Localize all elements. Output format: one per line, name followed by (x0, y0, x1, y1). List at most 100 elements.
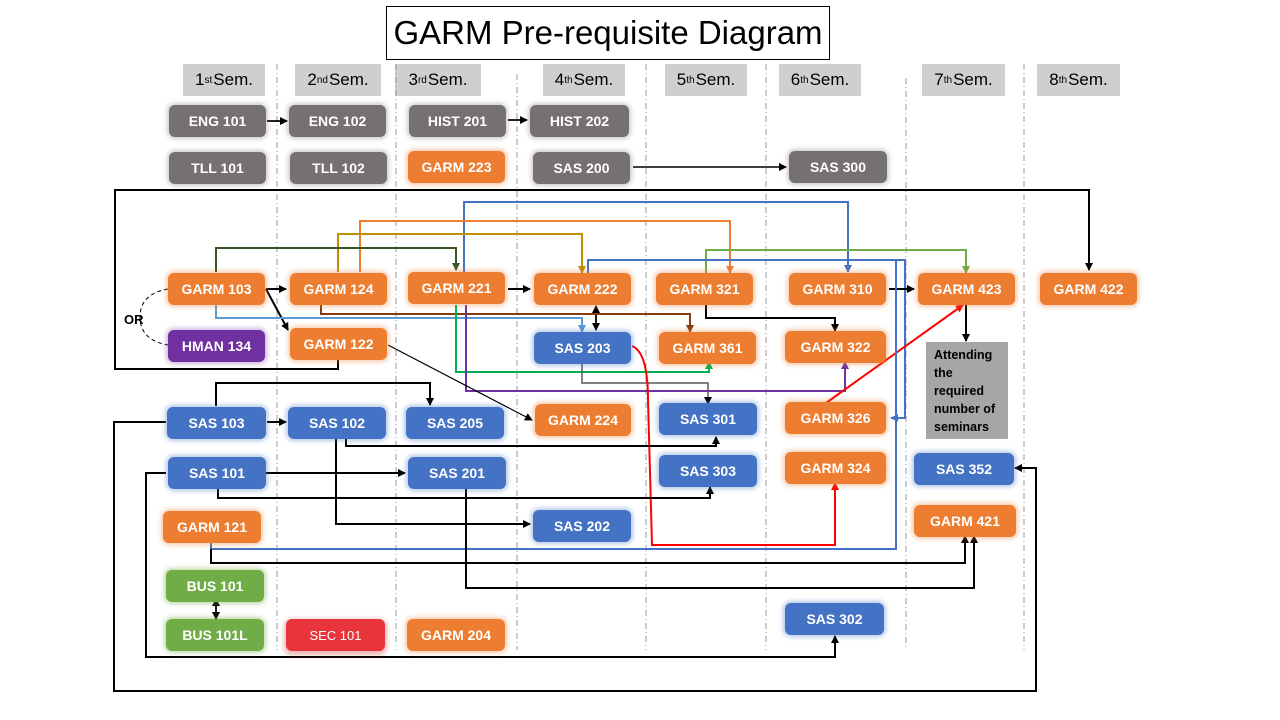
edge-garm124-garm222 (337, 233, 586, 274)
course-garm310[interactable]: GARM 310 (789, 273, 886, 305)
course-sas301[interactable]: SAS 301 (659, 403, 757, 435)
course-garm223[interactable]: GARM 223 (408, 151, 505, 183)
edge-sas101-sas302 (145, 472, 839, 658)
course-tll101[interactable]: TLL 101 (169, 152, 266, 184)
semester-label: Sem. (573, 70, 614, 89)
semester-label: Sem. (809, 70, 850, 89)
semester-suffix: th (564, 74, 573, 86)
edge-garm122-garm224 (387, 344, 533, 421)
semester-number: 2 (307, 70, 317, 89)
edge-garm124-garm321 (359, 220, 734, 274)
course-garm321[interactable]: GARM 321 (656, 273, 753, 305)
semester-suffix: rd (417, 74, 427, 86)
course-sas200[interactable]: SAS 200 (533, 152, 630, 184)
course-garm322[interactable]: GARM 322 (785, 331, 886, 363)
semester-label: Sem. (427, 70, 468, 89)
edge-garm321-garm423 (705, 249, 970, 274)
course-garm122[interactable]: GARM 122 (290, 328, 387, 360)
edge-garm103-sas203 (215, 305, 586, 333)
semester-label: Sem. (1068, 70, 1108, 89)
semester-number: 3 (408, 70, 418, 89)
course-garm221[interactable]: GARM 221 (408, 272, 505, 304)
course-sas205[interactable]: SAS 205 (406, 407, 504, 439)
edge-garm326-garm423 (825, 304, 964, 404)
course-sas103[interactable]: SAS 103 (167, 407, 266, 439)
edge-garm103-garm221 (215, 247, 460, 272)
semester-suffix: nd (316, 74, 328, 86)
semester-number: 4 (554, 70, 565, 89)
course-garm121[interactable]: GARM 121 (163, 511, 261, 543)
semester-number: 5 (676, 70, 687, 89)
course-garm361[interactable]: GARM 361 (659, 332, 756, 364)
edge-sas103-sas205 (215, 382, 434, 406)
or-connector (139, 288, 169, 346)
edge-sas102-sas301 (345, 436, 720, 447)
course-sec101[interactable]: SEC 101 (286, 619, 385, 651)
semester-suffix: th (943, 74, 953, 86)
edge-garm321-garm322 (705, 305, 839, 332)
edge-sas203-garm324 (631, 345, 839, 546)
edge-sas101-sas303 (217, 486, 714, 499)
course-eng102[interactable]: ENG 102 (289, 105, 386, 137)
course-sas102[interactable]: SAS 102 (288, 407, 386, 439)
course-bus101l[interactable]: BUS 101L (166, 619, 264, 651)
course-sas203[interactable]: SAS 203 (534, 332, 631, 364)
course-garm326[interactable]: GARM 326 (785, 402, 886, 434)
course-sas300[interactable]: SAS 300 (789, 151, 887, 183)
semester-number: 8 (1049, 70, 1059, 89)
semester-label: Sem. (695, 70, 736, 89)
edge-garm124-garm361 (320, 305, 694, 333)
edge-garm121-garm421 (210, 535, 969, 564)
semester-number: 7 (934, 70, 944, 89)
course-eng101[interactable]: ENG 101 (169, 105, 266, 137)
course-tll102[interactable]: TLL 102 (290, 152, 387, 184)
edge-garm122-garm422 (114, 189, 1093, 370)
course-sas352[interactable]: SAS 352 (914, 453, 1014, 485)
course-garm222[interactable]: GARM 222 (534, 273, 631, 305)
course-garm422[interactable]: GARM 422 (1040, 273, 1137, 305)
or-label: OR (124, 312, 144, 327)
edge-sas103-sas352 (113, 421, 1037, 692)
course-garm224[interactable]: GARM 224 (535, 404, 631, 436)
edge-sas203-sas301 (581, 364, 712, 405)
semester-label: Sem. (953, 70, 993, 89)
course-hist201[interactable]: HIST 201 (409, 105, 506, 137)
course-hman134[interactable]: HMAN 134 (168, 330, 265, 362)
course-sas302[interactable]: SAS 302 (785, 603, 884, 635)
course-bus101[interactable]: BUS 101 (166, 570, 264, 602)
course-garm103[interactable]: GARM 103 (168, 273, 265, 305)
semester-suffix: st (204, 74, 213, 86)
semester-label: Sem. (213, 70, 253, 89)
course-garm204[interactable]: GARM 204 (407, 619, 505, 651)
course-hist202[interactable]: HIST 202 (530, 105, 629, 137)
semester-suffix: th (800, 74, 809, 86)
semester-number: 1 (195, 70, 205, 89)
course-sas202[interactable]: SAS 202 (533, 510, 631, 542)
seminar-requirement-note: Attending the required number of seminar… (926, 342, 1008, 439)
edge-sas201-garm421 (465, 489, 978, 589)
course-garm324[interactable]: GARM 324 (785, 452, 886, 484)
semester-label: Sem. (328, 70, 369, 89)
course-garm421[interactable]: GARM 421 (914, 505, 1016, 537)
diagram-title: GARM Pre-requisite Diagram (386, 6, 830, 60)
semester-suffix: th (1058, 74, 1068, 86)
semester-number: 6 (790, 70, 801, 89)
course-sas303[interactable]: SAS 303 (659, 455, 757, 487)
course-sas201[interactable]: SAS 201 (408, 457, 506, 489)
course-garm124[interactable]: GARM 124 (290, 273, 387, 305)
edge-garm221-garm310 (463, 201, 852, 285)
edge-garm121-garm326 (210, 260, 897, 550)
course-sas101[interactable]: SAS 101 (168, 457, 266, 489)
course-garm423[interactable]: GARM 423 (918, 273, 1015, 305)
edge-garm222-garm326 (587, 259, 906, 422)
edge-garm221-garm322 (465, 305, 849, 392)
